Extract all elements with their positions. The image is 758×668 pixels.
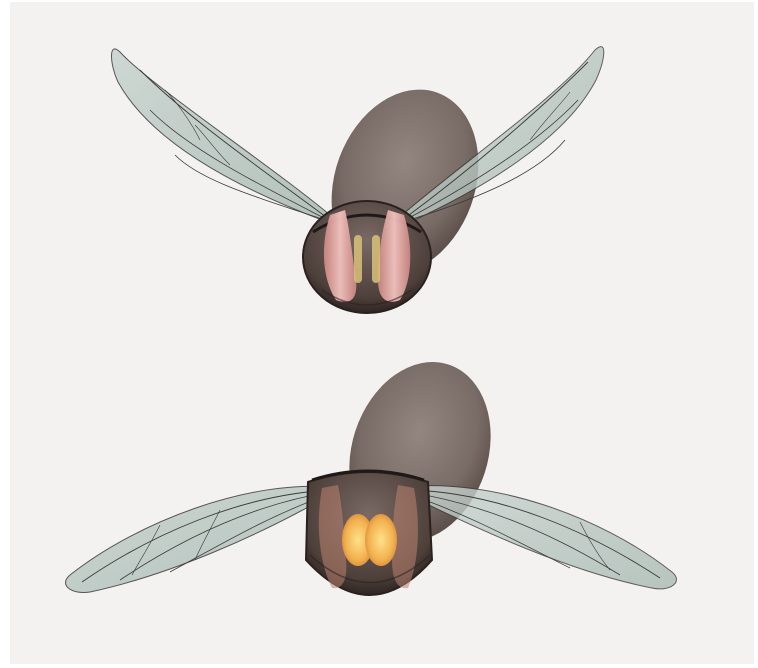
left-wing-lowered — [66, 486, 332, 592]
right-wing-lowered — [405, 486, 676, 589]
longitudinal-muscle-right-relaxed — [372, 235, 380, 283]
downstroke-panel — [66, 343, 677, 595]
thorax-upstroke — [303, 201, 431, 313]
longitudinal-muscle-right-contracted — [365, 514, 397, 566]
left-wing-raised — [112, 49, 331, 220]
thorax-downstroke — [306, 471, 432, 595]
longitudinal-muscle-left-relaxed — [354, 235, 362, 283]
upstroke-panel — [112, 47, 604, 313]
